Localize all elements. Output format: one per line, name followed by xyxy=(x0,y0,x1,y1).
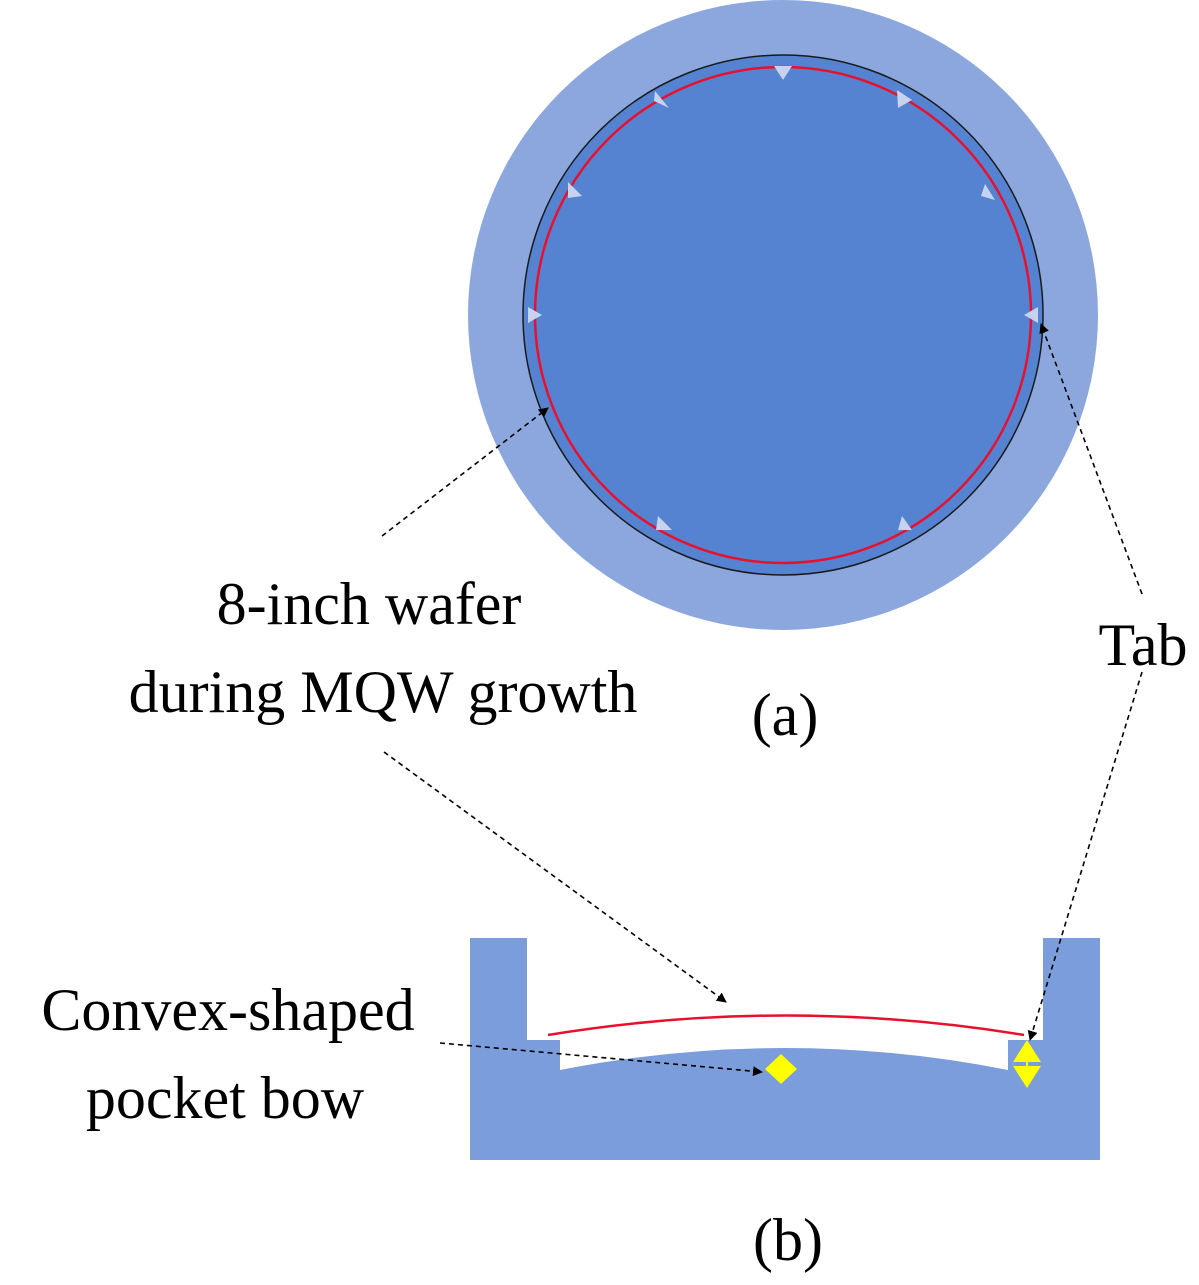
leader-arrows xyxy=(381,323,1143,1077)
pocket-bow-label-line2: pocket bow xyxy=(86,1065,365,1131)
bow-marker-diamond xyxy=(765,1054,797,1084)
top-view xyxy=(468,0,1098,630)
pocket-circle xyxy=(522,54,1044,576)
caption-a: (a) xyxy=(752,682,819,748)
wafer-label-line1: 8-inch wafer xyxy=(217,571,522,637)
tab-arrow-to-cross-section xyxy=(1027,671,1143,1041)
tab-mark xyxy=(981,184,995,200)
wafer-label-line2: during MQW growth xyxy=(129,659,638,725)
cross-section xyxy=(470,938,1100,1160)
tab-marks xyxy=(528,66,1038,530)
wafer-arrow-to-top-view xyxy=(381,407,549,537)
labels: 8-inch wafer during MQW growth Tab (a) C… xyxy=(41,571,1187,1273)
caption-b: (b) xyxy=(753,1207,823,1273)
tab-height-marker xyxy=(1013,1040,1041,1088)
tab-mark xyxy=(654,91,669,108)
tab-label: Tab xyxy=(1098,612,1187,678)
pocket-bow-label-line1: Convex-shaped xyxy=(41,977,414,1043)
tab-mark xyxy=(897,90,912,108)
wafer-profile xyxy=(547,1014,1025,1037)
tab-mark xyxy=(898,516,912,530)
wafer-arrow-to-cross-section xyxy=(383,751,727,1003)
tab-mark xyxy=(774,66,792,80)
tab-arrow-to-top-view xyxy=(1039,323,1143,595)
susceptor-cross-section xyxy=(470,938,1100,1160)
tab-mark xyxy=(656,516,672,530)
tab-mark xyxy=(568,182,582,198)
tab-mark xyxy=(528,307,542,323)
tab-mark xyxy=(1024,307,1038,323)
